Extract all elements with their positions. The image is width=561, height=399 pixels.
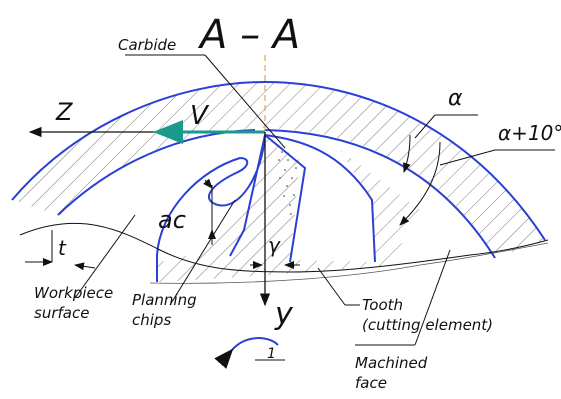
alpha-plus-arc <box>399 141 441 226</box>
tool-body-hatched <box>12 82 545 258</box>
chip-groove <box>156 134 266 282</box>
y-axis-label: y <box>274 297 294 332</box>
planning-leader <box>169 199 236 306</box>
planning-label-1: Planning <box>132 291 197 309</box>
gamma-label: γ <box>268 233 281 257</box>
planning-label-2: chips <box>132 311 171 329</box>
workpiece-label-2: surface <box>34 304 89 322</box>
carbide-label: Carbide <box>118 36 176 54</box>
tooth-hatched <box>157 135 420 282</box>
alpha-plus-leader-diag <box>439 149 496 166</box>
tooth-label-1: Tooth <box>362 296 403 314</box>
t-label: t <box>58 236 67 260</box>
machined-leader <box>414 249 451 346</box>
tool-inner-edge <box>264 129 496 259</box>
ac-arrow-top <box>203 178 213 189</box>
machined-label-2: face <box>355 374 387 392</box>
machined-label-1: Machined <box>355 354 428 372</box>
carbide-leader-diag <box>204 54 286 149</box>
workpiece-surface <box>19 222 549 273</box>
workpiece-label-1: Workpiece <box>34 284 113 302</box>
tooth-left-flank <box>229 134 266 257</box>
z-axis-label: Z <box>55 98 73 126</box>
workpiece-leader <box>74 214 136 299</box>
tooth-back <box>264 134 376 263</box>
tooth-leader <box>317 267 346 306</box>
section-title: A – A <box>197 12 300 58</box>
alpha-leader-diag <box>414 114 436 139</box>
rotation-arc <box>214 337 279 369</box>
t-dim-arrow-b <box>74 262 96 271</box>
tooth-rake-face <box>264 134 307 263</box>
tool-outer-edge <box>11 80 546 241</box>
tooth-label-2: (cutting element) <box>362 316 493 334</box>
alpha-arc <box>403 134 411 173</box>
v-vector-label: V <box>190 101 210 131</box>
alpha-plus-label: α+10° <box>498 121 561 145</box>
carbide-insert <box>278 151 297 215</box>
alpha-label: α <box>448 86 463 111</box>
machined-surface <box>149 242 549 284</box>
rotation-number: 1 <box>267 346 276 362</box>
ac-label: ac <box>158 206 186 234</box>
